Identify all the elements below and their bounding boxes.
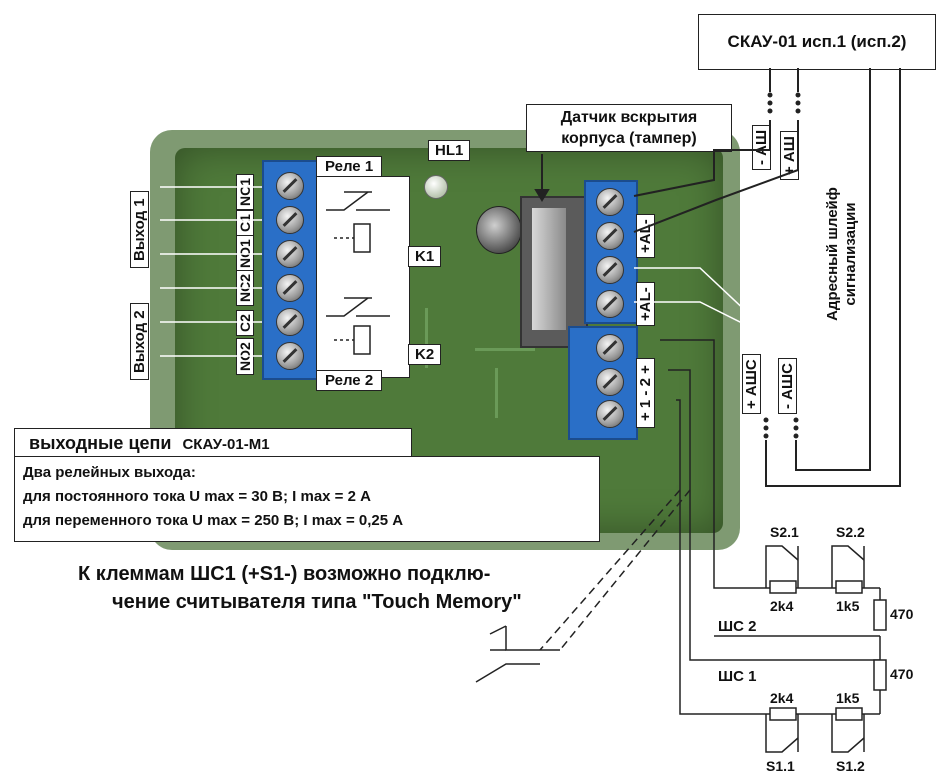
- resistor-470-shs2-label: 470: [890, 606, 914, 622]
- resistor-1k5-shs1-label: 1k5: [836, 690, 860, 706]
- screw-s-3: [596, 400, 624, 428]
- resistor-2k4-shs2-label: 2k4: [770, 598, 794, 614]
- hl1-label: HL1: [428, 140, 471, 161]
- screw-al-4: [596, 290, 624, 318]
- screw-c2: [276, 308, 304, 336]
- spec-line-3: для переменного тока U max = 250 В; I ma…: [23, 512, 404, 529]
- output-title: выходные цепи: [29, 433, 172, 453]
- touch-memory-lines: [539, 489, 691, 651]
- touch-memory-note: К клеммам ШС1 (+S1-) возможно подклю- че…: [78, 560, 522, 616]
- screw-al-1: [596, 188, 624, 216]
- screw-al-2: [596, 222, 624, 250]
- resistors: [769, 580, 887, 721]
- switch-s2-2-label: S2.2: [836, 524, 865, 540]
- resistor-2k4-shs1-label: 2k4: [770, 690, 794, 706]
- tamper-label: Датчик вскрытия корпуса (тампер): [526, 104, 732, 152]
- controller-box: СКАУ-01 исп.1 (исп.2): [698, 14, 936, 70]
- note-line-1: К клеммам ШС1 (+S1-) возможно подклю-: [78, 563, 491, 585]
- tamper-switch-plunger: [532, 208, 566, 330]
- reader-symbol: [475, 625, 560, 683]
- resistor-1k5-shs2-label: 1k5: [836, 598, 860, 614]
- switch-s1-2-label: S1.2: [836, 758, 865, 774]
- switch-s2-1-label: S2.1: [770, 524, 799, 540]
- screw-al-3: [596, 256, 624, 284]
- screw-no1: [276, 240, 304, 268]
- note-line-2: чение считывателя типа "Touch Memory": [112, 591, 522, 613]
- output-arrows: [160, 186, 262, 357]
- led-hl1: [424, 175, 448, 199]
- capacitor: [476, 206, 522, 254]
- loop-wiring: [660, 339, 881, 753]
- relay-k1-label: K1: [408, 246, 442, 267]
- screw-c1: [276, 206, 304, 234]
- output-circuits-title: выходные цепи СКАУ-01-М1: [14, 428, 412, 458]
- relay-k2-label: K2: [408, 344, 442, 365]
- bus-dots: [763, 92, 801, 439]
- output-model: СКАУ-01-М1: [182, 436, 270, 453]
- screw-s-1: [596, 334, 624, 362]
- spec-box: Два релейных выхода: для постоянного ток…: [14, 456, 600, 542]
- relay-2-label: Реле 2: [316, 370, 383, 391]
- spec-line-2: для постоянного тока U max = 30 В; I max…: [23, 488, 371, 505]
- spec-line-1: Два релейных выхода:: [23, 464, 196, 481]
- screw-nc2: [276, 274, 304, 302]
- resistor-470-shs1-label: 470: [890, 666, 914, 682]
- ashs-wires: [634, 267, 797, 351]
- loop-shs2-label: ШС 2: [718, 618, 757, 635]
- screw-s-2: [596, 368, 624, 396]
- relay-symbols: [326, 191, 390, 355]
- switch-s1-1-label: S1.1: [766, 758, 795, 774]
- screw-no2: [276, 342, 304, 370]
- tamper-arrow: [534, 154, 550, 202]
- bus-wires: [633, 68, 901, 487]
- loop-shs1-label: ШС 1: [718, 668, 757, 685]
- relay-1-label: Реле 1: [316, 156, 383, 177]
- screw-nc1: [276, 172, 304, 200]
